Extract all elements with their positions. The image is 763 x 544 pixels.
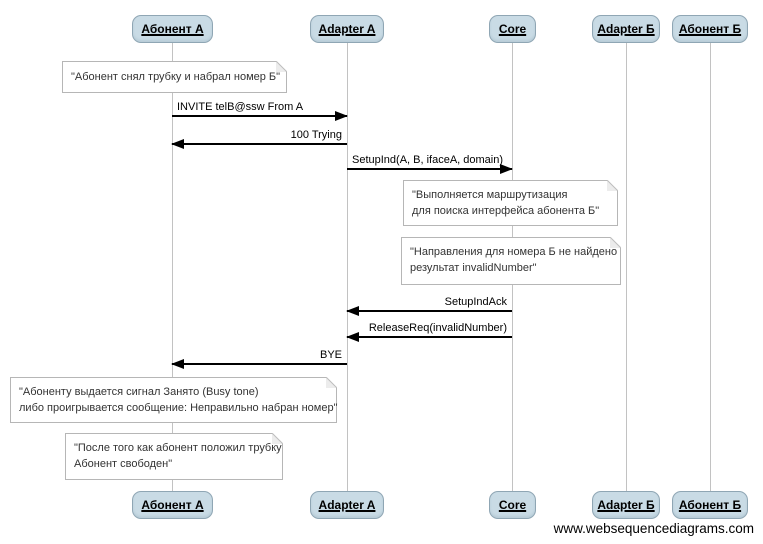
arrow-left-icon (171, 139, 347, 149)
message-100-trying: 100 Trying (171, 128, 347, 149)
arrow-left-icon (346, 306, 512, 316)
note-text: "Абонент снял трубку и набрал номер Б" (71, 71, 281, 83)
actor-bottom-core: Core (489, 491, 536, 519)
actor-label: Абонент A (141, 498, 204, 512)
note-text: для поиска интерфейса абонента Б" (412, 205, 600, 217)
lifeline-abonent-b (710, 43, 711, 491)
message-label: ReleaseReq(invalidNumber) (368, 322, 507, 334)
message-bye: BYE (171, 348, 347, 369)
arrow-right-icon (172, 111, 348, 121)
arrow-left-icon (171, 359, 347, 369)
note-busy-tone: "Абоненту выдается сигнал Занято (Busy t… (10, 377, 337, 423)
note-fold-icon (326, 377, 337, 388)
actor-bottom-adapter-b: Adapter Б (592, 491, 660, 519)
actor-label: Core (498, 22, 527, 36)
arrow-right-icon (347, 164, 513, 174)
message-label: SetupIndAck (444, 296, 507, 308)
note-text: либо проигрывается сообщение: Неправильн… (19, 402, 338, 414)
message-label: 100 Trying (290, 129, 342, 141)
note-fold-icon (607, 180, 618, 191)
actor-top-core: Core (489, 15, 536, 43)
watermark-websequencediagrams: www.websequencediagrams.com (553, 521, 754, 536)
note-text: "Направления для номера Б не найдено (410, 246, 618, 258)
note-text: "После того как абонент положил трубку (74, 442, 282, 454)
message-label: SetupInd(A, B, ifaceA, domain) (352, 154, 504, 166)
lifeline-adapter-a (347, 43, 348, 491)
message-label: INVITE telB@ssw From A (177, 101, 304, 113)
actor-top-abonent-b: Абонент Б (672, 15, 748, 43)
note-text: "Абоненту выдается сигнал Занято (Busy t… (19, 386, 259, 398)
arrow-left-icon (346, 332, 512, 342)
message-label: BYE (319, 349, 342, 361)
note-fold-icon (272, 433, 283, 444)
actor-bottom-abonent-a: Абонент A (132, 491, 213, 519)
actor-label: Абонент Б (678, 498, 742, 512)
note-onhook-free: "После того как абонент положил трубку А… (65, 433, 283, 480)
actor-label: Adapter Б (597, 22, 655, 36)
note-text: Абонент свободен" (74, 458, 173, 470)
actor-label: Adapter A (318, 22, 376, 36)
actor-top-abonent-a: Абонент A (132, 15, 213, 43)
actor-bottom-adapter-a: Adapter A (310, 491, 384, 519)
message-invite: INVITE telB@ssw From A (172, 100, 348, 121)
actor-top-adapter-a: Adapter A (310, 15, 384, 43)
actor-label: Adapter A (318, 498, 376, 512)
note-routing: "Выполняется маршрутизация для поиска ин… (403, 180, 618, 226)
note-text: "Выполняется маршрутизация (412, 189, 568, 201)
actor-bottom-abonent-b: Абонент Б (672, 491, 748, 519)
note-text: результат invalidNumber" (410, 262, 537, 274)
actor-label: Абонент Б (678, 22, 742, 36)
message-setupind: SetupInd(A, B, ifaceA, domain) (347, 153, 513, 174)
note-fold-icon (276, 61, 287, 72)
actor-label: Adapter Б (597, 498, 655, 512)
actor-label: Core (498, 498, 527, 512)
message-releasereq: ReleaseReq(invalidNumber) (346, 321, 512, 342)
lifeline-abonent-a (172, 43, 173, 491)
lifeline-adapter-b (626, 43, 627, 491)
note-no-route-found: "Направления для номера Б не найдено рез… (401, 237, 621, 285)
note-offhook-dialed: "Абонент снял трубку и набрал номер Б" (62, 61, 287, 93)
actor-label: Абонент A (141, 22, 204, 36)
actor-top-adapter-b: Adapter Б (592, 15, 660, 43)
message-setupindack: SetupIndAck (346, 295, 512, 316)
note-fold-icon (610, 237, 621, 248)
